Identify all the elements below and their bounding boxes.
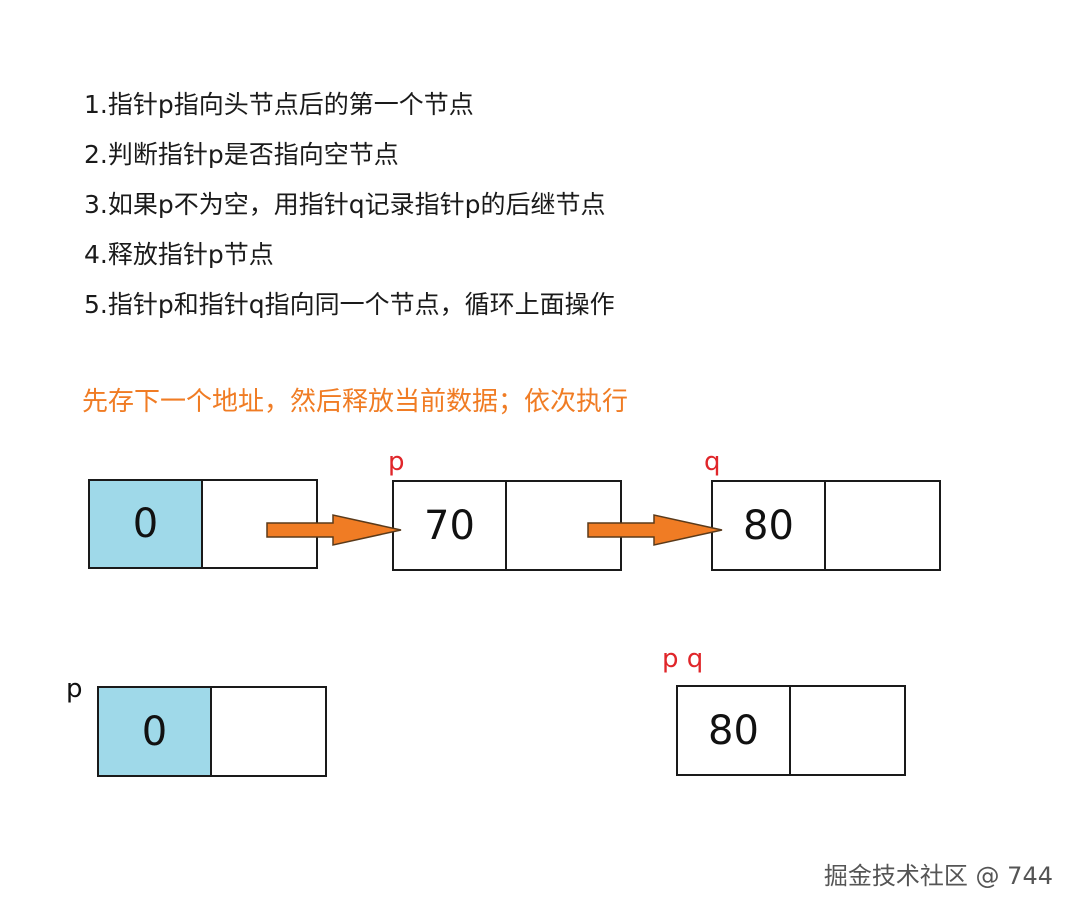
head-node-bottom: 0: [97, 686, 327, 777]
right-arrow-icon: [587, 514, 723, 546]
step-4: 4.释放指针p节点: [84, 240, 274, 269]
summary-note: 先存下一个地址，然后释放当前数据；依次执行: [82, 387, 629, 417]
head-node-bottom-data: 0: [99, 688, 212, 775]
step-2: 2.判断指针p是否指向空节点: [84, 140, 399, 169]
step-list: 1.指针p指向头节点后的第一个节点 2.判断指针p是否指向空节点 3.如果p不为…: [84, 80, 615, 330]
pointer-pq-label: p q: [662, 644, 704, 674]
node-70-data: 70: [394, 482, 507, 569]
node-80-bottom-data: 80: [678, 687, 791, 774]
head-node-bottom-next: [212, 688, 325, 775]
right-arrow-icon: [266, 514, 402, 546]
pointer-q-label: q: [704, 447, 721, 477]
node-80-data: 80: [713, 482, 826, 569]
step-3: 3.如果p不为空，用指针q记录指针p的后继节点: [84, 190, 606, 219]
node-70: 70: [392, 480, 622, 571]
step-1: 1.指针p指向头节点后的第一个节点: [84, 90, 474, 119]
watermark: 掘金技术社区 @ 744: [823, 862, 1053, 890]
node-80-next: [826, 482, 939, 569]
node-80-bottom-next: [791, 687, 904, 774]
step-5: 5.指针p和指针q指向同一个节点，循环上面操作: [84, 290, 615, 319]
pointer-p-label: p: [388, 447, 405, 477]
pointer-p-label-bottom: p: [66, 674, 83, 704]
node-80-bottom: 80: [676, 685, 906, 776]
node-80: 80: [711, 480, 941, 571]
head-node-data: 0: [90, 481, 203, 567]
